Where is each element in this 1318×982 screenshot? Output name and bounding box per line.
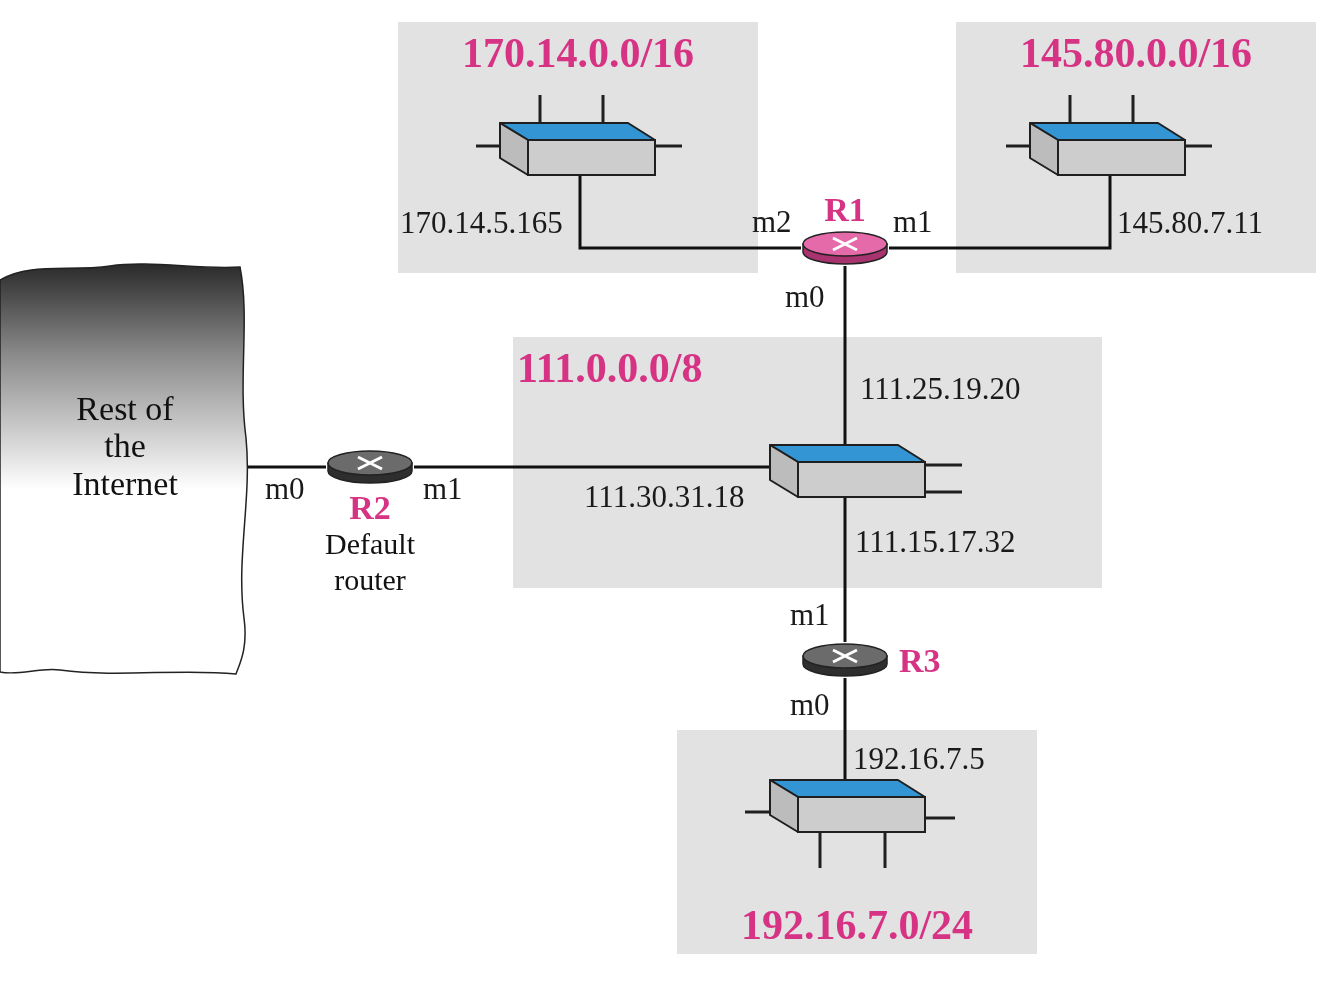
network-address: 192.16.7.0/24 xyxy=(677,902,1037,948)
node-text-group: Rest of the Internet xyxy=(0,390,250,502)
network-link xyxy=(246,466,326,469)
interface-name: m0 xyxy=(265,472,305,506)
node-text-group: 145.80.0.0/16 xyxy=(956,30,1316,76)
ip-address: 111.15.17.32 xyxy=(855,525,1015,559)
router-symbol xyxy=(801,642,889,678)
router-top xyxy=(803,232,887,256)
node-text-group: R3 xyxy=(899,642,941,679)
router-symbol xyxy=(326,449,414,485)
ip-address: 170.14.5.165 xyxy=(400,206,563,240)
router-label: Default router xyxy=(325,526,415,598)
interface-name: m1 xyxy=(893,205,933,239)
interface-name: m0 xyxy=(785,280,825,314)
ip-address: 145.80.7.11 xyxy=(1117,206,1263,240)
interface-name: m1 xyxy=(790,598,830,632)
router-node: R1 xyxy=(801,230,889,266)
router-label: R1 xyxy=(824,191,866,228)
router-label: R3 xyxy=(899,642,941,679)
network-address: 111.0.0.0/8 xyxy=(517,345,703,391)
router-node: R3 xyxy=(801,642,889,678)
cloud-shape xyxy=(0,264,247,674)
router-cross xyxy=(833,650,857,662)
interface-name: m0 xyxy=(790,688,830,722)
node-text-group: R2Default router xyxy=(325,489,415,598)
router-label: R2 xyxy=(325,489,415,526)
router-symbol xyxy=(801,230,889,266)
interface-name: m2 xyxy=(752,205,792,239)
node-text-group: 111.0.0.0/8 xyxy=(517,345,703,391)
ip-address: 192.16.7.5 xyxy=(853,742,985,776)
node-text-group: 170.14.0.0/16 xyxy=(398,30,758,76)
network-address: 170.14.0.0/16 xyxy=(398,30,758,76)
ip-address: 111.25.19.20 xyxy=(860,372,1020,406)
router-top xyxy=(328,451,412,475)
internet-cloud: Rest of the Internet xyxy=(0,258,250,680)
node-text-group: 192.16.7.0/24 xyxy=(677,902,1037,948)
router-node: R2Default router xyxy=(326,449,414,485)
ip-address: 111.30.31.18 xyxy=(584,480,744,514)
router-cross xyxy=(358,457,382,469)
interface-name: m1 xyxy=(423,472,463,506)
router-cross xyxy=(833,238,857,250)
node-text-group: R1 xyxy=(824,191,866,228)
router-top xyxy=(803,644,887,668)
network-address: 145.80.0.0/16 xyxy=(956,30,1316,76)
cloud-label: Rest of the Internet xyxy=(72,390,178,502)
